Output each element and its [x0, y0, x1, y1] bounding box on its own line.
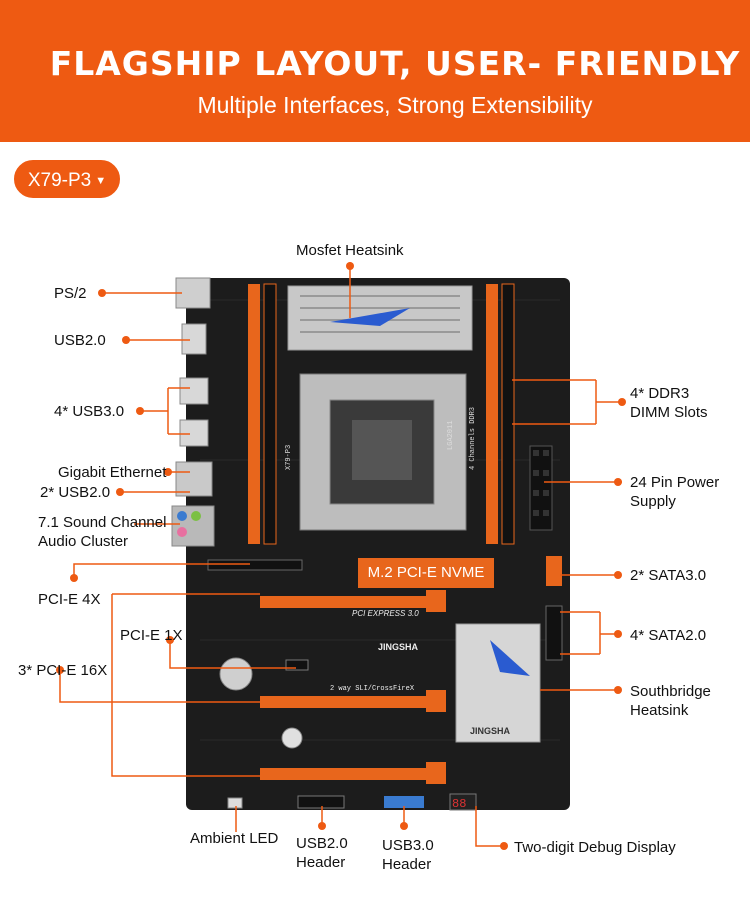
sata2-ports	[545, 605, 563, 661]
ethernet-port	[175, 461, 213, 497]
label-usb30-header-1: USB3.0	[382, 837, 434, 854]
board-label-lga: LGA2011	[447, 421, 455, 450]
model-selector-badge[interactable]: X79-P3▼	[14, 160, 120, 198]
pcie-16x-slot-3	[260, 768, 440, 780]
board-label-sli: 2 way SLI/CrossFireX	[330, 685, 415, 693]
board-label-ddr-channels: 4 Channels DDR3	[469, 407, 477, 470]
dimm-slot-1	[248, 284, 260, 544]
southbridge-brand: JINGSHA	[470, 726, 511, 736]
label-pcie-4x: PCI-E 4X	[38, 591, 101, 608]
label-ambient-led: Ambient LED	[190, 830, 279, 847]
label-southbridge-heatsink: Heatsink	[630, 702, 689, 719]
ambient-led-header	[227, 797, 243, 809]
label-sata3: 2* SATA3.0	[630, 567, 707, 584]
dimm-slot-2	[263, 283, 277, 545]
usb30-port-a	[179, 377, 209, 405]
label-audio-cluster: Audio Cluster	[38, 533, 129, 550]
board-label-model: X79-P3	[285, 445, 293, 470]
pcie-16x-latch-2	[426, 690, 446, 712]
pcie-1x-slot	[285, 659, 309, 671]
southbridge-accent	[490, 640, 530, 676]
label-usb20: USB2.0	[54, 332, 106, 349]
pcie-16x-latch-1	[426, 590, 446, 612]
pcie-16x-slot-2	[260, 696, 440, 708]
usb20-port	[181, 323, 207, 355]
label-dimm-slots: DIMM Slots	[630, 404, 708, 421]
label-ps2: PS/2	[54, 285, 87, 302]
label-southbridge: Southbridge	[630, 683, 711, 700]
label-pcie-16x: 3* PCI-E 16X	[18, 662, 108, 679]
m2-nvme-label: M.2 PCI-E NVME	[358, 558, 494, 588]
dimm-slot-3	[486, 284, 498, 544]
label-sound-channel: 7.1 Sound Channel	[38, 514, 167, 531]
label-power-supply: Supply	[630, 493, 676, 510]
board-label-pcie-express: PCI EXPRESS 3.0	[352, 609, 419, 618]
callout-lines	[59, 262, 622, 847]
pcie-4x-slot	[207, 559, 303, 571]
debug-display-digits: 88	[452, 797, 466, 811]
dimm-slot-4	[501, 283, 515, 545]
pcie-16x-latch-3	[426, 762, 446, 784]
label-24pin-power: 24 Pin Power	[630, 474, 720, 491]
usb20-header	[297, 795, 345, 809]
buzzer	[281, 727, 303, 749]
label-usb20-header-2: Header	[296, 854, 346, 871]
banner-title: FLAGSHIP LAYOUT, USER- FRIENDLY	[49, 44, 741, 83]
banner-subtitle: Multiple Interfaces, Strong Extensibilit…	[197, 92, 593, 118]
cmos-battery	[219, 657, 253, 691]
label-ddr3: 4* DDR3	[630, 385, 690, 402]
board-label-brand: JINGSHA	[378, 642, 419, 652]
label-mosfet-heatsink: Mosfet Heatsink	[296, 242, 404, 259]
southbridge-heatsink	[455, 623, 541, 743]
label-gigabit-ethernet: Gigabit Ethernet	[58, 464, 167, 481]
triangle-down-icon: ▼	[95, 175, 107, 187]
debug-display	[449, 793, 477, 811]
label-debug-display: Two-digit Debug Display	[514, 839, 676, 856]
callout-dots	[56, 262, 626, 850]
label-sata2: 4* SATA2.0	[630, 627, 707, 644]
label-usb20-header-1: USB2.0	[296, 835, 348, 852]
label-usb30-header-2: Header	[382, 856, 432, 873]
pcie-16x-slot-1	[260, 596, 440, 608]
usb30-port-b	[179, 419, 209, 447]
atx-24pin-connector	[529, 445, 553, 531]
sata3-ports	[546, 556, 562, 586]
label-pcie-1x: PCI-E 1X	[120, 627, 183, 644]
cpu-socket-center	[352, 420, 412, 480]
label-usb30: 4* USB3.0	[54, 403, 125, 420]
header-banner: FLAGSHIP LAYOUT, USER- FRIENDLY Multiple…	[0, 0, 750, 142]
usb30-header	[384, 796, 424, 808]
model-name: X79-P3	[27, 170, 92, 192]
heatsink-accent	[330, 308, 410, 326]
label-usb20-two: 2* USB2.0	[40, 484, 111, 501]
